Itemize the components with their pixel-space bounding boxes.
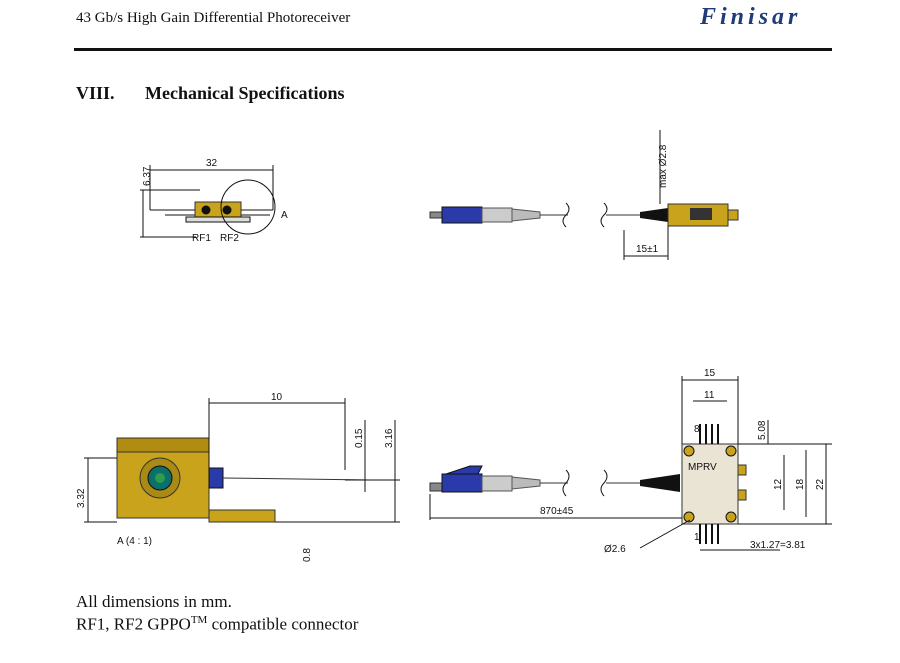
dim-32: 32 <box>206 158 218 169</box>
detail-a-caption: A (4 : 1) <box>117 536 152 547</box>
pin-8-label: 8 <box>694 424 700 435</box>
note-connector-suffix: compatible connector <box>207 614 359 634</box>
dim-18: 18 <box>795 478 806 490</box>
section-title: Mechanical Specifications <box>145 83 345 103</box>
label-rf2: RF2 <box>220 233 239 244</box>
header-rule <box>74 48 832 51</box>
dim-316: 3.16 <box>384 428 395 448</box>
dim-11: 11 <box>704 390 715 401</box>
note-units: All dimensions in mm. <box>76 592 232 611</box>
dim-10: 10 <box>271 392 283 403</box>
dim-508: 5.08 <box>757 420 768 440</box>
dim-870: 870±45 <box>540 506 574 517</box>
document-title: 43 Gb/s High Gain Differential Photorece… <box>76 10 351 26</box>
trademark-sup: TM <box>190 614 208 626</box>
assembly-view <box>429 376 832 551</box>
pin-1-label: 1 <box>694 532 700 543</box>
dim-015: 0.15 <box>354 428 365 448</box>
package-top-view <box>140 165 276 238</box>
finisar-logo: Finisar <box>700 4 802 30</box>
dim-22: 22 <box>815 478 826 490</box>
label-rf1: RF1 <box>192 233 211 244</box>
note-connector-prefix: RF1, RF2 GPPO <box>76 614 191 634</box>
dim-pin-pitch: 3x1.27=3.81 <box>750 540 806 551</box>
dim-max-dia: max Ø2.8 <box>658 144 669 188</box>
dim-08: 0.8 <box>302 548 313 562</box>
dim-637: 6.37 <box>142 166 153 186</box>
dim-332: 3.32 <box>76 488 87 508</box>
section-number: VIII. <box>76 83 115 103</box>
dim-12: 12 <box>773 478 784 490</box>
chip-label: MPRV <box>688 462 717 473</box>
fiber-pigtail-view <box>429 130 739 260</box>
label-detail-a: A <box>281 210 288 221</box>
dim-dia-26: Ø2.6 <box>604 544 626 555</box>
detail-a-view <box>84 398 400 523</box>
dim-15-top: 15 <box>704 368 716 379</box>
dim-15pm1: 15±1 <box>636 244 659 255</box>
note-connector: RF1, RF2 GPPOTM compatible connector <box>76 614 358 635</box>
